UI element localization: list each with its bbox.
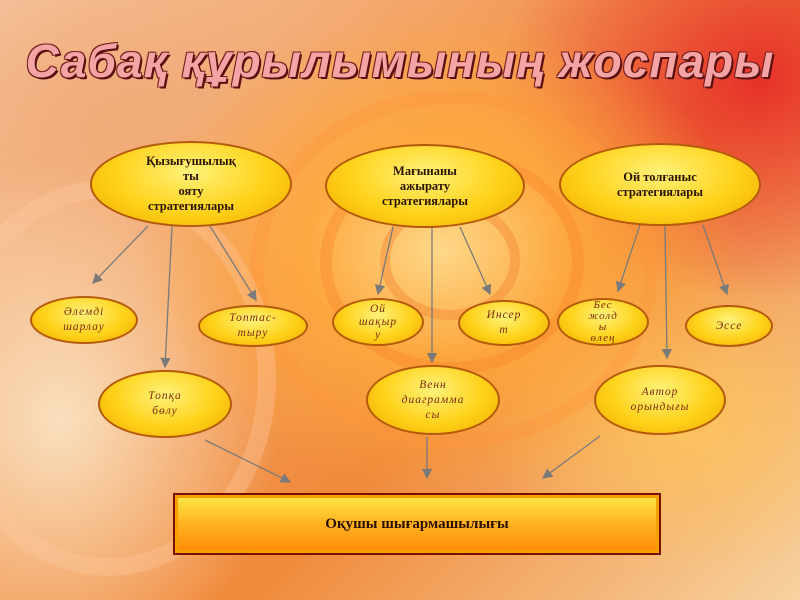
method-ellipse-cinquain: Бес жолд ы өлең (557, 298, 649, 346)
method-ellipse-brainstorm: Ой шақыр у (332, 298, 424, 346)
arrow (165, 226, 172, 367)
method-ellipse-author-chair: Автор орындығы (594, 365, 726, 435)
method-ellipse-essay: Эссе (685, 305, 773, 347)
method-label: Эссе (716, 319, 743, 334)
arrow (210, 226, 256, 300)
arrow (460, 227, 490, 294)
arrow (703, 225, 727, 294)
method-ellipse-grouping: Топқа бөлу (98, 370, 232, 438)
arrow (93, 226, 148, 283)
arrow (205, 440, 290, 482)
method-ellipse-insert: Инсер т (458, 300, 550, 346)
strategy-ellipse-reflection: Ой толғаныс стратегиялары (559, 143, 761, 226)
result-box: Оқушы шығармашылығы (173, 493, 661, 555)
method-label: Әлемді шарлау (63, 305, 105, 335)
method-ellipse-venn-diagram: Венн диаграмма сы (366, 365, 500, 435)
strategy-ellipse-interest: Қызығушылық ты ояту стратегиялары (90, 141, 292, 227)
method-ellipse-clustering: Топтас- тыру (198, 305, 308, 347)
strategy-label: Қызығушылық ты ояту стратегиялары (146, 154, 236, 214)
method-label: Топтас- тыру (229, 311, 277, 341)
arrow (543, 436, 600, 478)
method-label: Автор орындығы (631, 385, 690, 415)
strategy-ellipse-meaning: Мағынаны ажырату стратегиялары (325, 144, 525, 228)
arrow (665, 225, 667, 358)
method-ellipse-world-tour: Әлемді шарлау (30, 296, 138, 344)
strategy-label: Ой толғаныс стратегиялары (617, 170, 703, 200)
strategy-label: Мағынаны ажырату стратегиялары (382, 164, 468, 209)
method-label: Ой шақыр у (359, 303, 397, 342)
arrow (378, 227, 393, 294)
method-label: Топқа бөлу (148, 389, 182, 419)
result-label: Оқушы шығармашылығы (325, 516, 508, 533)
method-label: Венн диаграмма сы (402, 378, 465, 423)
method-label: Бес жолд ы өлең (588, 300, 618, 344)
slide-title: Сабақ құрылымының жоспары (0, 34, 800, 88)
arrow (618, 225, 640, 291)
method-label: Инсер т (487, 308, 522, 338)
